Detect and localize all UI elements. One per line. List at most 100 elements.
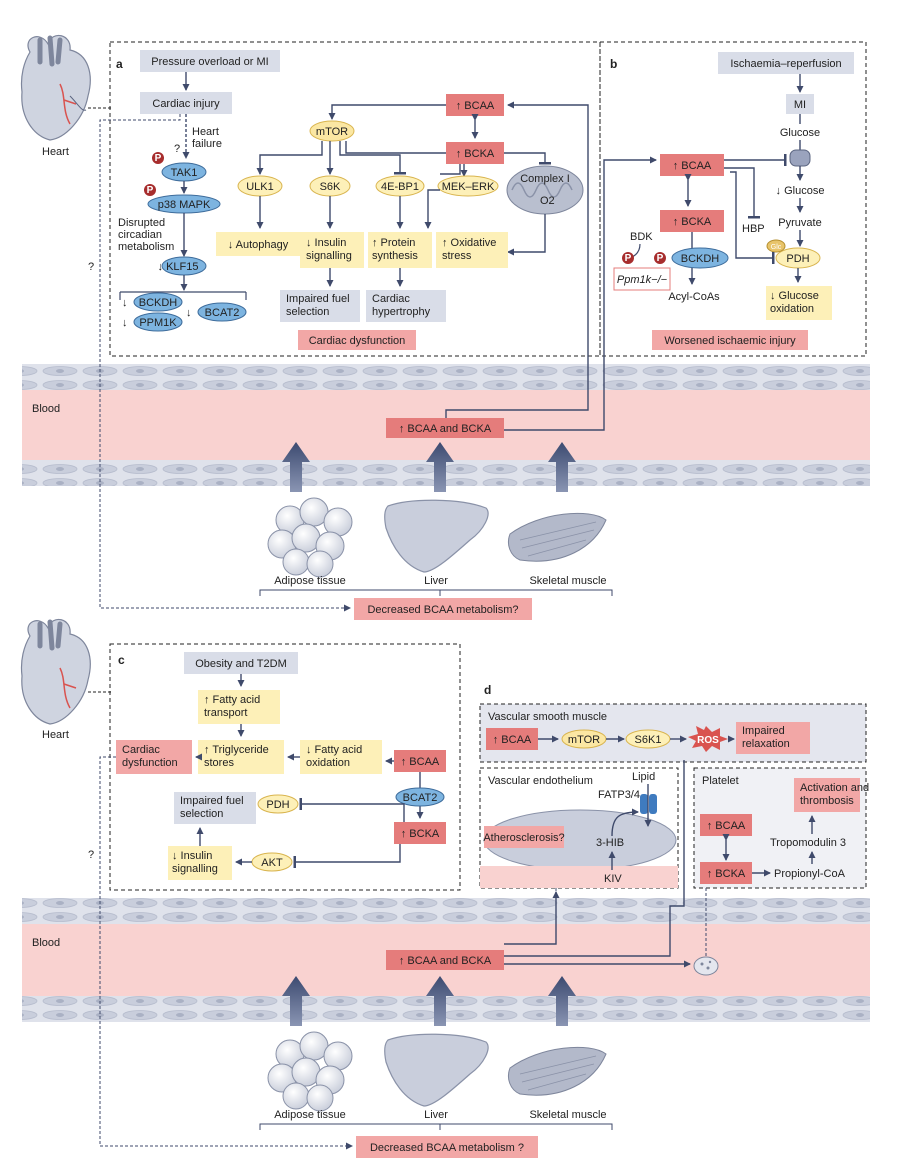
transporter-icon <box>789 149 811 167</box>
node-pdh-c: PDH <box>266 799 289 811</box>
muscle-icon <box>507 1046 607 1096</box>
heart-icon <box>20 618 91 725</box>
node-autophagy: ↓ Autophagy <box>228 239 289 251</box>
o2-label: O2 <box>540 195 555 207</box>
vessel-wall-upper-b <box>22 898 870 924</box>
muscle-label-top: Skeletal muscle <box>529 575 606 587</box>
node-klf15: ↓ KLF15 <box>158 261 199 273</box>
adipose-label-top: Adipose tissue <box>274 575 346 587</box>
node-bcat2-c: BCAT2 <box>403 792 438 804</box>
heart-label: Heart <box>42 146 69 158</box>
node-tak1: TAK1 <box>171 167 198 179</box>
endothelium-label: Vascular endothelium <box>488 775 593 787</box>
node-ulk1: ULK1 <box>246 181 274 193</box>
propionyl-label: Propionyl-CoA <box>774 868 846 880</box>
hib-label: 3-HIB <box>596 837 624 849</box>
glucose-label: Glucose <box>780 127 820 139</box>
node-blood-bcaa-top: ↑ BCAA and BCKA <box>399 423 492 435</box>
svg-text:↓: ↓ <box>186 307 192 319</box>
platelet-label: Platelet <box>702 775 739 787</box>
ros-icon <box>688 726 728 752</box>
node-decreased-bottom: Decreased BCAA metabolism ? <box>370 1142 524 1154</box>
node-decreased-top: Decreased BCAA metabolism? <box>367 604 518 616</box>
svg-text:↓: ↓ <box>122 297 128 309</box>
kiv-label: KIV <box>604 873 622 885</box>
node-bcaa-a: ↑ BCAA <box>456 100 495 112</box>
side-question-bottom: ? <box>88 849 94 861</box>
panel-b-frame <box>599 41 867 357</box>
node-cardiac-injury: Cardiac injury <box>152 98 220 110</box>
node-ppm1k: PPM1K <box>139 317 177 329</box>
node-cardiac-dysfunction-a: Cardiac dysfunction <box>309 335 406 347</box>
vessel-wall-upper <box>22 364 870 390</box>
panel-b-letter: b <box>610 57 617 71</box>
tropomodulin-label: Tropomodulin 3 <box>770 837 846 849</box>
node-s6k: S6K <box>320 181 341 193</box>
side-question-top: ? <box>88 261 94 273</box>
node-akt: AKT <box>261 857 283 869</box>
node-bcka-a: ↑ BCKA <box>456 148 495 160</box>
liver-icon <box>384 1033 489 1107</box>
node-mtor-a: mTOR <box>316 126 348 138</box>
ppm1k-knockout-label: Ppm1k−/− <box>617 274 668 286</box>
panel-a-letter: a <box>116 57 123 71</box>
node-s6k1: S6K1 <box>635 734 662 746</box>
acyl-coas-label: Acyl-CoAs <box>668 291 720 303</box>
liver-icon <box>384 499 489 573</box>
node-p38-mapk: p38 MAPK <box>158 199 211 211</box>
node-obesity: Obesity and T2DM <box>195 658 287 670</box>
svg-text:P: P <box>155 153 162 164</box>
node-bcaa-vsm: ↑ BCAA <box>493 734 532 746</box>
svg-text:P: P <box>625 253 632 264</box>
adipose-icon <box>267 497 353 578</box>
glc-label: Glc <box>771 244 782 251</box>
liver-label-top: Liver <box>424 575 448 587</box>
node-bckdh-b: BCKDH <box>681 253 720 265</box>
pyruvate-label: Pyruvate <box>778 217 821 229</box>
liver-label-bottom: Liver <box>424 1109 448 1121</box>
node-worsened-injury: Worsened ischaemic injury <box>664 335 796 347</box>
node-bckdh-a: BCKDH <box>139 297 178 309</box>
node-ischaemia-reperfusion: Ischaemia–reperfusion <box>730 58 841 70</box>
glucose-down-label: ↓ Glucose <box>776 185 825 197</box>
node-pdh-b: PDH <box>786 253 809 265</box>
panel-c-frame <box>109 643 461 891</box>
node-pressure-overload: Pressure overload or MI <box>151 56 268 68</box>
complex-i-label: Complex I <box>520 173 570 185</box>
transporter-icon <box>640 794 657 814</box>
node-blood-bcaa-bottom: ↑ BCAA and BCKA <box>399 955 492 967</box>
vsm-label: Vascular smooth muscle <box>488 711 607 723</box>
node-bcka-b: ↑ BCKA <box>673 216 712 228</box>
svg-text:↓: ↓ <box>122 317 128 329</box>
bdk-label: BDK <box>630 231 653 243</box>
node-4ebp1: 4E-BP1 <box>381 181 419 193</box>
svg-text:P: P <box>147 185 154 196</box>
heart-label-bottom: Heart <box>42 729 69 741</box>
ros-label: ROS <box>697 735 719 746</box>
node-atherosclerosis: Atherosclerosis? <box>483 832 564 844</box>
lipid-label: Lipid <box>632 771 655 783</box>
node-bcka-platelet: ↑ BCKA <box>707 868 746 880</box>
blood-label-bottom: Blood <box>32 937 60 949</box>
node-bcaa-platelet: ↑ BCAA <box>707 820 746 832</box>
blood-label-top: Blood <box>32 403 60 415</box>
muscle-label-bottom: Skeletal muscle <box>529 1109 606 1121</box>
fatp-label: FATP3/4 <box>598 789 640 801</box>
